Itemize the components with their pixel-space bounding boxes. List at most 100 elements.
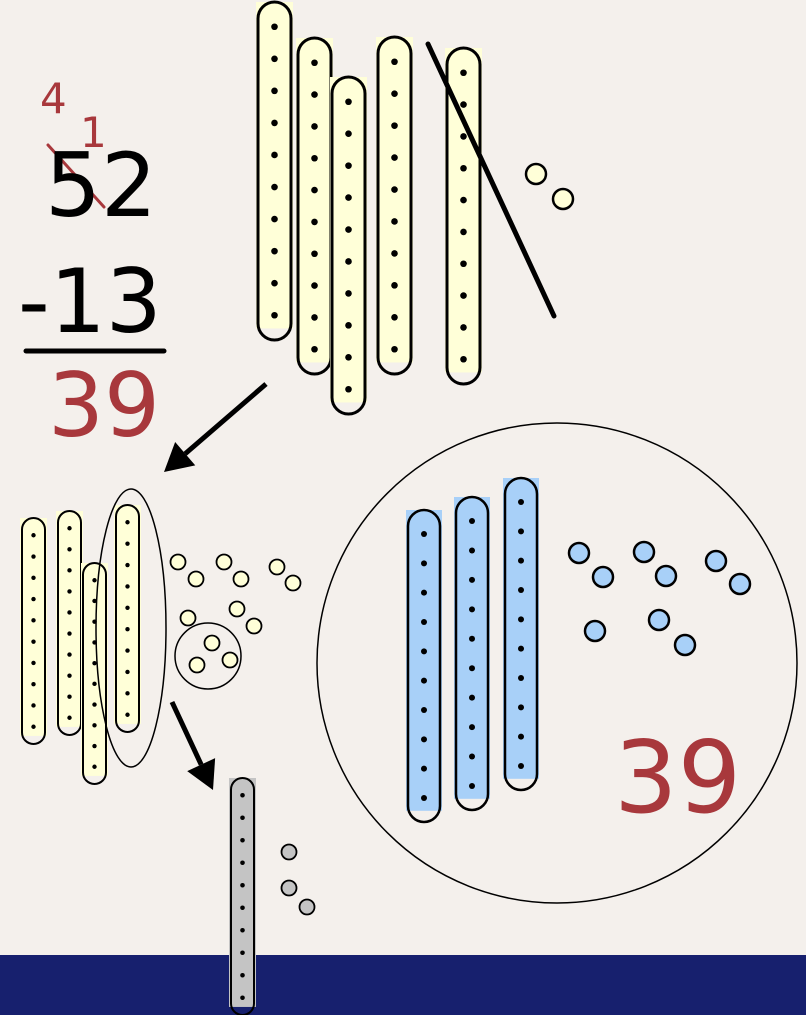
removed-ten xyxy=(229,777,256,1015)
stick-dot xyxy=(518,645,524,652)
stick-dot xyxy=(469,694,475,701)
stick-dot xyxy=(391,154,398,161)
stick-dot xyxy=(469,783,475,789)
regroup-ten-3 xyxy=(81,562,108,785)
removed-one-3 xyxy=(298,898,316,916)
regroup-tens-digit: 4 xyxy=(40,74,67,123)
stick-dot xyxy=(460,101,467,108)
stick-dot xyxy=(391,250,398,257)
stick-dot xyxy=(421,736,427,743)
stick-dot xyxy=(460,133,467,140)
result-one-1 xyxy=(567,541,591,565)
stick-dot xyxy=(518,528,524,535)
stick-dot xyxy=(469,665,475,672)
stick-dot xyxy=(92,764,97,769)
circled-one-3 xyxy=(221,651,239,669)
result-one-6 xyxy=(728,572,752,596)
subtrahend: -13 xyxy=(18,250,162,353)
stick-dot xyxy=(67,715,72,720)
arrow-head xyxy=(187,758,216,790)
stick-dot xyxy=(391,122,398,129)
result-ten-1 xyxy=(406,508,442,824)
stick-dot xyxy=(311,218,318,226)
stick-dot xyxy=(31,703,36,708)
stick-dot xyxy=(67,568,72,573)
result-label: 39 xyxy=(614,719,742,836)
stick-dot xyxy=(391,58,398,66)
ten-stick-4 xyxy=(376,35,413,376)
stick-dot xyxy=(31,724,36,729)
stick-dot xyxy=(92,578,97,583)
stick-dot xyxy=(345,130,352,137)
stick-dot xyxy=(469,576,475,583)
stick-fill xyxy=(296,38,333,363)
stick-dot xyxy=(460,228,467,236)
stick-dot xyxy=(240,950,245,956)
stick-dot xyxy=(345,354,352,361)
one-unit-2 xyxy=(551,187,575,211)
stick-dot xyxy=(311,154,318,162)
minuend: 52 xyxy=(45,134,157,237)
regroup-slash-stroke xyxy=(46,143,106,209)
removed-ones-circle xyxy=(174,622,242,690)
stick-outline xyxy=(230,777,255,1015)
stick-dot xyxy=(391,90,398,97)
stick-dot xyxy=(271,23,278,31)
stick-dot xyxy=(345,98,352,106)
stick-dot xyxy=(67,589,72,594)
stick-fill xyxy=(454,497,490,799)
stick-dot xyxy=(311,345,318,353)
result-circle xyxy=(316,422,798,904)
stick-dot xyxy=(125,584,130,589)
stick-dot xyxy=(518,587,524,593)
stick-outline xyxy=(445,46,482,386)
regroup-ten-1 xyxy=(20,517,47,745)
stick-fill xyxy=(20,518,47,736)
one-unit-1 xyxy=(524,162,548,186)
stick-outline xyxy=(256,0,293,342)
stick-dot xyxy=(240,927,245,933)
regroup-one-2 xyxy=(187,570,205,588)
stick-dot xyxy=(92,723,97,728)
stick-dot xyxy=(67,610,72,615)
stick-outline xyxy=(82,562,107,785)
stick-fill xyxy=(229,778,256,1007)
stick-dot xyxy=(469,518,475,524)
stick-dot xyxy=(460,324,467,331)
stick-dot xyxy=(271,87,278,95)
result-one-8 xyxy=(673,633,697,657)
answer: 39 xyxy=(48,354,160,457)
stick-dot xyxy=(421,795,427,801)
regroup-ten-circle xyxy=(95,488,167,768)
stick-dot xyxy=(125,520,130,525)
stick-fill xyxy=(330,77,367,403)
stick-dot xyxy=(469,606,475,613)
stick-fill xyxy=(114,505,141,724)
stick-outline xyxy=(503,476,539,792)
stick-dot xyxy=(240,995,245,1001)
result-ten-2 xyxy=(454,495,490,812)
ten-stick-3 xyxy=(330,75,367,416)
stick-dot xyxy=(345,322,352,329)
stick-dot xyxy=(460,355,467,363)
result-one-4 xyxy=(654,564,678,588)
stick-dot xyxy=(31,681,36,687)
stick-fill xyxy=(256,2,293,329)
stick-dot xyxy=(125,691,130,696)
regroup-one-7 xyxy=(179,609,197,627)
stick-dot xyxy=(391,282,398,289)
circled-one-2 xyxy=(188,656,206,674)
result-group-39 xyxy=(316,422,798,904)
stick-dot xyxy=(271,55,278,63)
stick-dot xyxy=(311,186,318,194)
annotation-strokes xyxy=(23,143,268,790)
regroup-ones-digit: 1 xyxy=(80,108,107,157)
result-one-2 xyxy=(591,565,615,589)
stick-dot xyxy=(345,162,352,169)
stick-dot xyxy=(67,526,72,531)
stick-dot xyxy=(67,631,72,636)
regroup-one-9 xyxy=(245,617,263,635)
footer-bar xyxy=(0,955,806,1015)
stick-dot xyxy=(31,575,36,581)
